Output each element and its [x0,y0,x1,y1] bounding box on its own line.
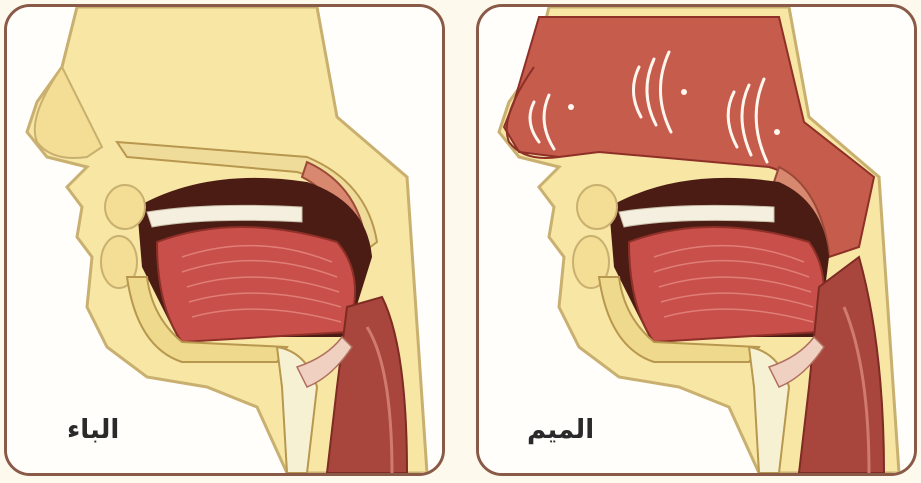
head-cross-section-meem [479,7,914,473]
upper-lip [105,185,145,229]
panel-meem: الميم [476,4,917,476]
letter-label-meem: الميم [527,415,594,445]
tongue [629,227,824,342]
head-cross-section-ba [7,7,442,473]
panel-ba: الباء [4,4,445,476]
tongue [157,227,355,342]
upper-lip [577,185,617,229]
letter-label-ba: الباء [67,415,119,445]
